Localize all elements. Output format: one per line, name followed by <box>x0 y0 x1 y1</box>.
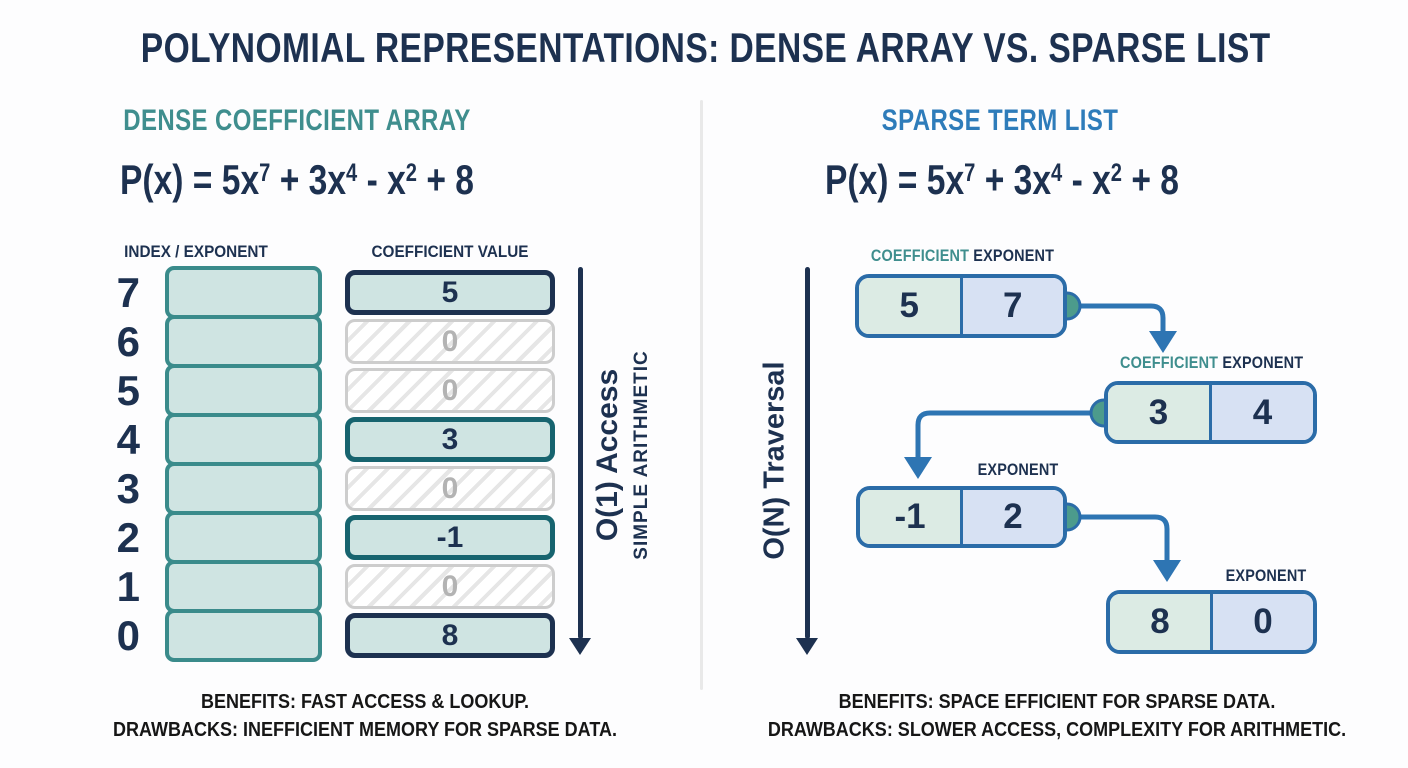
dense-array-row: 4 3 <box>85 413 555 466</box>
coefficient-box: -1 <box>345 515 555 560</box>
formula-exponent: 4 <box>1051 159 1063 188</box>
node-coefficient-cell: 8 <box>1110 594 1213 650</box>
index-cell <box>165 462 322 515</box>
dense-array-row: 5 0 <box>85 364 555 417</box>
dense-heading: DENSE COEFFICIENT ARRAY <box>123 104 471 137</box>
node-label-exponent: EXPONENT <box>977 460 1059 479</box>
sparse-node: -1 2 <box>856 486 1067 548</box>
dense-array-row: 2 -1 <box>85 511 555 564</box>
formula-text: + 8 <box>1122 156 1179 203</box>
index-cell <box>165 511 322 564</box>
dense-array-row: 7 5 <box>85 266 555 319</box>
node-label-exponent: EXPONENT <box>973 246 1055 265</box>
column-header-index: INDEX / EXPONENT <box>124 242 268 261</box>
node-coefficient-cell: -1 <box>860 490 963 544</box>
formula-text: + 3x <box>270 156 347 203</box>
coefficient-box: 0 <box>345 564 555 609</box>
index-label: 3 <box>116 465 140 512</box>
index-label: 7 <box>116 269 140 316</box>
sparse-node: 8 0 <box>1106 590 1317 654</box>
formula-text: + 3x <box>975 156 1052 203</box>
index-label: 2 <box>116 514 140 561</box>
formula-text: P(x) = 5x <box>120 156 260 203</box>
formula-exponent: 4 <box>346 159 358 188</box>
formula-text: + 8 <box>417 156 474 203</box>
node-exponent-cell: 2 <box>963 490 1063 544</box>
dense-drawbacks: DRAWBACKS: INEFFICIENT MEMORY FOR SPARSE… <box>113 719 617 741</box>
index-label: 6 <box>116 318 140 365</box>
node-label-coefficient: COEFFICIENT <box>870 246 970 265</box>
next-pointer-line <box>1067 303 1166 333</box>
sparse-heading: SPARSE TERM LIST <box>881 104 1119 137</box>
index-cell <box>165 364 322 417</box>
formula-exponent: 7 <box>259 159 271 188</box>
node-labels: COEFFICIENT EXPONENT <box>1119 353 1304 373</box>
sparse-benefits: BENEFITS: SPACE EFFICIENT FOR SPARSE DAT… <box>838 691 1276 713</box>
formula-text: - x <box>357 156 406 203</box>
formula-text: P(x) = 5x <box>825 156 965 203</box>
node-label-exponent: EXPONENT <box>1225 566 1307 585</box>
index-cell <box>165 266 322 319</box>
dense-benefits: BENEFITS: FAST ACCESS & LOOKUP. <box>200 691 530 713</box>
node-exponent-cell: 4 <box>1212 385 1313 440</box>
formula-exponent: 7 <box>964 159 976 188</box>
access-arrow <box>569 267 591 655</box>
dense-array-row: 0 8 <box>85 609 555 662</box>
node-exponent-cell: 0 <box>1213 594 1313 650</box>
coefficient-box: 0 <box>345 368 555 413</box>
coefficient-box: 0 <box>345 466 555 511</box>
polynomial-formula: P(x) = 5x7 + 3x4 - x2 + 8 <box>105 156 489 204</box>
access-arrow-label: O(1) Access <box>591 368 624 542</box>
node-coefficient-cell: 5 <box>859 278 963 334</box>
node-label-exponent: EXPONENT <box>1222 353 1304 372</box>
index-cell <box>165 609 322 662</box>
access-arrow-sublabel: SIMPLE ARITHMETIC <box>631 350 652 560</box>
dense-array-table: 7 5 6 0 5 0 4 3 3 0 2 -1 1 <box>85 266 555 662</box>
node-label-coefficient: COEFFICIENT <box>1119 353 1219 372</box>
dense-array-row: 1 0 <box>85 560 555 613</box>
coefficient-box: 3 <box>345 417 555 462</box>
dense-array-row: 3 0 <box>85 462 555 515</box>
polynomial-formula: P(x) = 5x7 + 3x4 - x2 + 8 <box>810 156 1194 204</box>
index-label: 4 <box>116 416 140 463</box>
next-pointer-line <box>1067 514 1170 562</box>
sparse-footer: BENEFITS: SPACE EFFICIENT FOR SPARSE DAT… <box>747 688 1368 744</box>
node-labels: COEFFICIENT EXPONENT <box>870 246 1055 266</box>
index-cell <box>165 315 322 368</box>
sparse-node: 3 4 <box>1104 381 1317 444</box>
dense-array-row: 6 0 <box>85 315 555 368</box>
index-label: 5 <box>116 367 140 414</box>
column-header-coefficient: COEFFICIENT VALUE <box>371 242 529 261</box>
formula-text: - x <box>1062 156 1111 203</box>
coefficient-box: 0 <box>345 319 555 364</box>
node-labels: EXPONENT <box>1181 566 1351 586</box>
section-divider <box>700 100 703 690</box>
page-title: POLYNOMIAL REPRESENTATIONS: DENSE ARRAY … <box>140 24 1271 71</box>
dense-footer: BENEFITS: FAST ACCESS & LOOKUP. DRAWBACK… <box>64 688 667 744</box>
traversal-arrow <box>796 267 818 655</box>
next-pointer-arrowhead <box>904 457 932 479</box>
next-pointer-line <box>915 410 1104 459</box>
coefficient-box: 8 <box>345 613 555 658</box>
next-pointer-arrowhead <box>1149 331 1177 353</box>
node-coefficient-cell: 3 <box>1108 385 1212 440</box>
index-label: 1 <box>116 563 140 610</box>
index-label: 0 <box>116 612 140 659</box>
index-cell <box>165 413 322 466</box>
index-cell <box>165 560 322 613</box>
sparse-node: 5 7 <box>855 274 1067 338</box>
traversal-arrow-label: O(N) Traversal <box>758 361 791 560</box>
formula-exponent: 2 <box>1110 159 1123 188</box>
sparse-drawbacks: DRAWBACKS: SLOWER ACCESS, COMPLEXITY FOR… <box>767 719 1347 741</box>
coefficient-box: 5 <box>345 270 555 315</box>
next-pointer-arrowhead <box>1153 560 1181 582</box>
node-exponent-cell: 7 <box>962 278 1063 334</box>
node-labels: EXPONENT <box>933 460 1103 480</box>
formula-exponent: 2 <box>405 159 418 188</box>
